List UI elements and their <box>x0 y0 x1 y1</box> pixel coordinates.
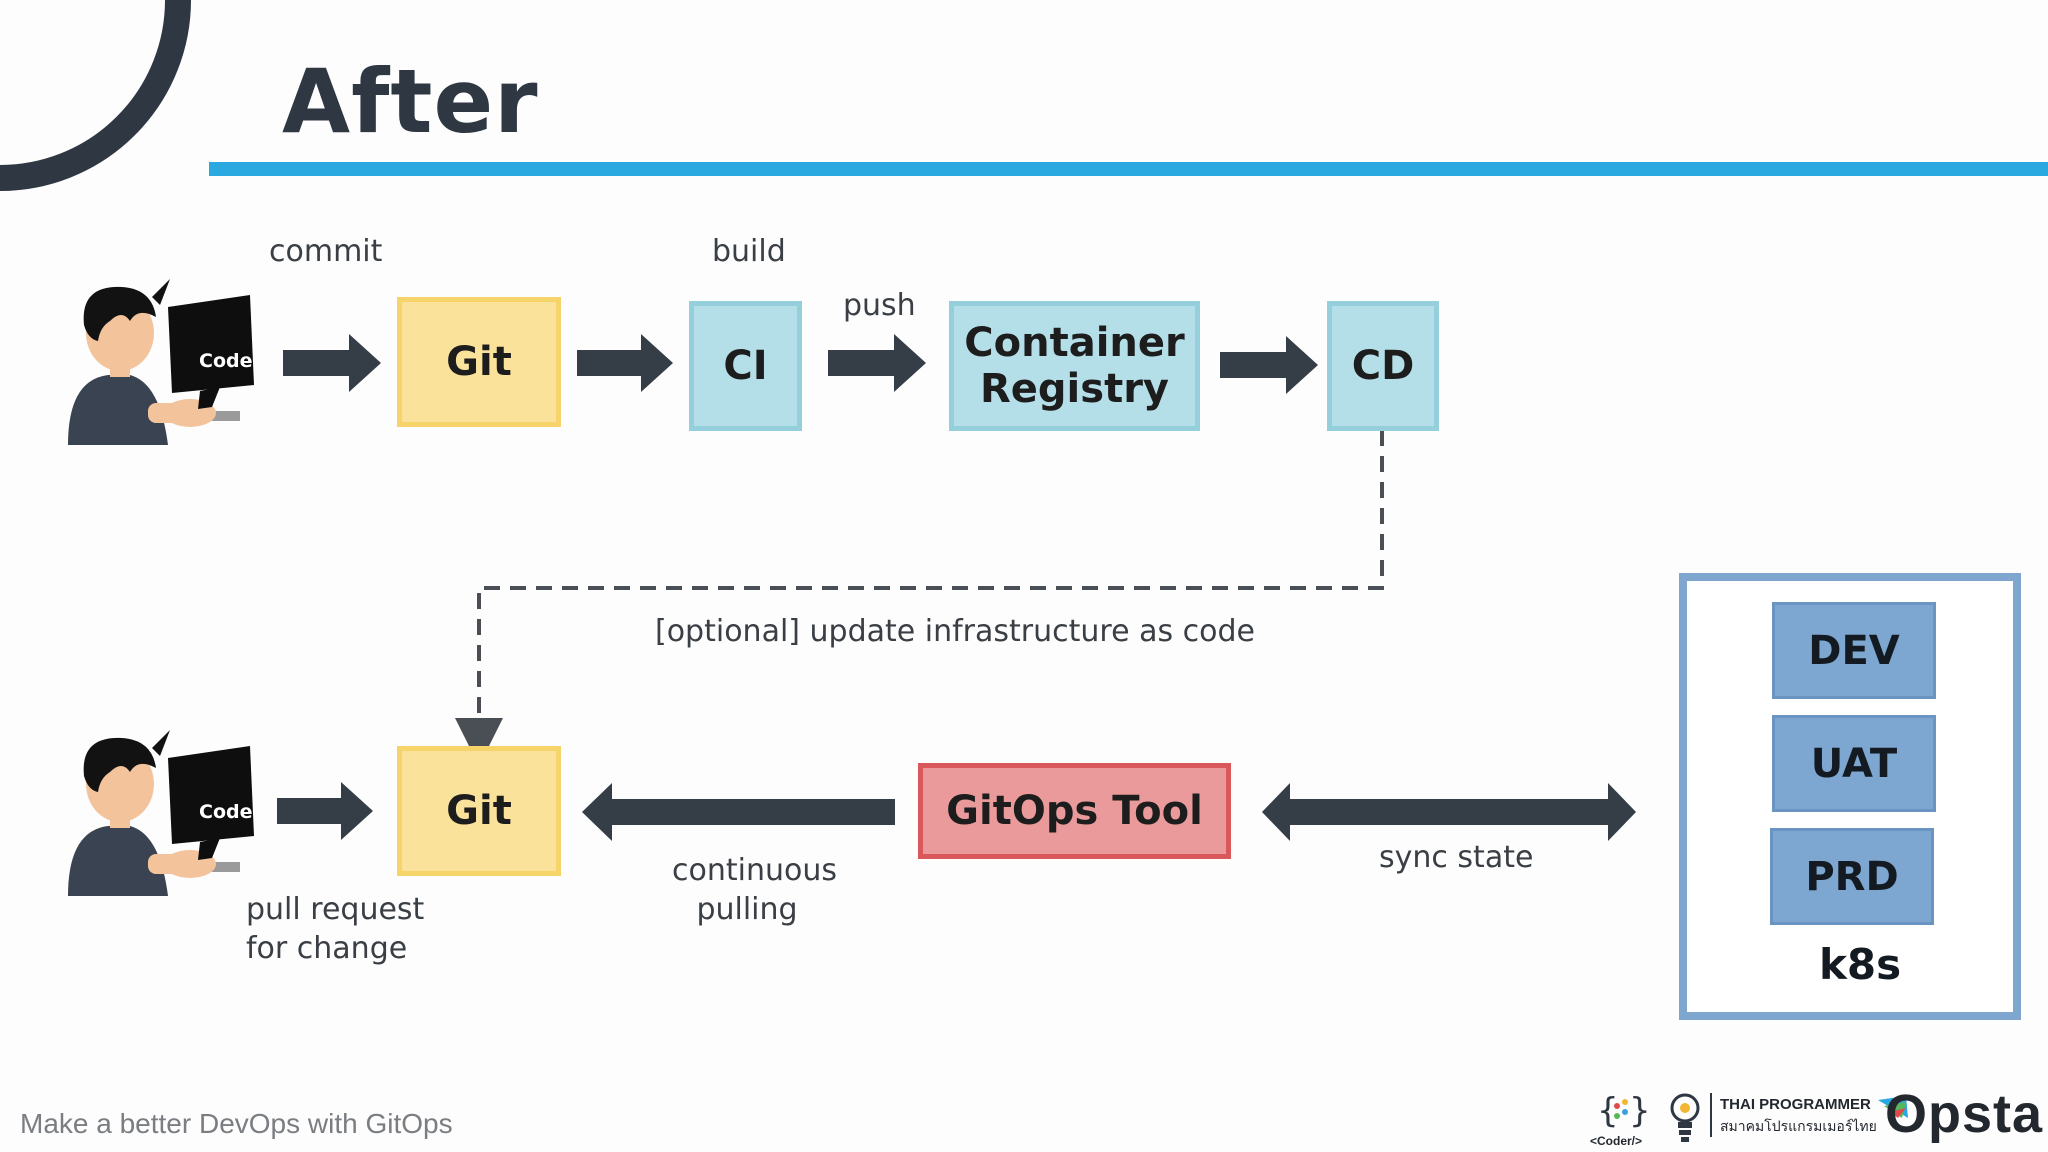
title-underline <box>209 162 2048 176</box>
label-commit: commit <box>269 234 383 269</box>
thai-programmer-subtext: สมาคมโปรแกรมเมอร์ไทย <box>1720 1118 1877 1134</box>
screen-text-top: Code <box>199 350 252 372</box>
label-continuous-pulling: continuous pulling <box>672 851 837 929</box>
label-push: push <box>843 288 916 323</box>
opsta-swoosh-icon <box>1878 1096 1908 1118</box>
developer-illustration-bottom: Code <box>68 730 254 896</box>
arrow-sync-state <box>1262 783 1636 841</box>
footer-tagline: Make a better DevOps with GitOps <box>20 1108 453 1139</box>
arrow-push <box>828 334 926 392</box>
k8s-label: k8s <box>1819 940 1902 989</box>
label-optional-update: [optional] update infrastructure as code <box>655 614 1255 649</box>
lightbulb-icon <box>1670 1093 1700 1142</box>
ci-box: CI <box>689 301 802 431</box>
logo-divider <box>1710 1093 1712 1137</box>
env-dev: DEV <box>1772 602 1936 699</box>
container-registry-line-1: Container <box>964 320 1185 366</box>
coder-logo-text: <Coder/> <box>1590 1134 1643 1148</box>
cd-box: CD <box>1327 301 1439 431</box>
label-build: build <box>712 234 786 269</box>
arrow-build <box>577 334 673 392</box>
corner-arc-decoration <box>0 0 191 191</box>
arrow-pull-request <box>277 782 373 840</box>
arrow-deploy-cd <box>1220 336 1318 394</box>
label-pull-request-line-2: for change <box>246 931 408 966</box>
env-uat: UAT <box>1772 715 1936 812</box>
svg-text:}: } <box>1629 1091 1651 1131</box>
opsta-logo-text: Opsta <box>1885 1084 2044 1144</box>
arrow-commit <box>283 334 381 392</box>
container-registry-line-2: Registry <box>979 366 1169 412</box>
env-prd: PRD <box>1770 828 1934 925</box>
thai-programmer-text: THAI PROGRAMMER <box>1720 1096 1871 1113</box>
git-box-top: Git <box>397 297 561 427</box>
label-continuous-pulling-line-2: pulling <box>696 892 798 927</box>
container-registry-box: Container Registry <box>949 301 1200 431</box>
label-continuous-pulling-line-1: continuous <box>672 853 837 888</box>
coder-logo: { } <box>1597 1091 1651 1131</box>
label-pull-request: pull request for change <box>246 890 424 968</box>
label-sync-state: sync state <box>1379 840 1534 875</box>
svg-text:{: { <box>1597 1091 1619 1131</box>
label-pull-request-line-1: pull request <box>246 892 425 927</box>
slide-title: After <box>282 50 539 153</box>
dashed-update-path <box>455 430 1384 766</box>
developer-illustration-top: Code <box>68 279 254 445</box>
git-box-bottom: Git <box>397 746 561 876</box>
screen-text-bottom: Code <box>199 801 252 823</box>
gitops-tool-box: GitOps Tool <box>918 763 1231 859</box>
arrow-continuous-pulling <box>582 783 895 841</box>
